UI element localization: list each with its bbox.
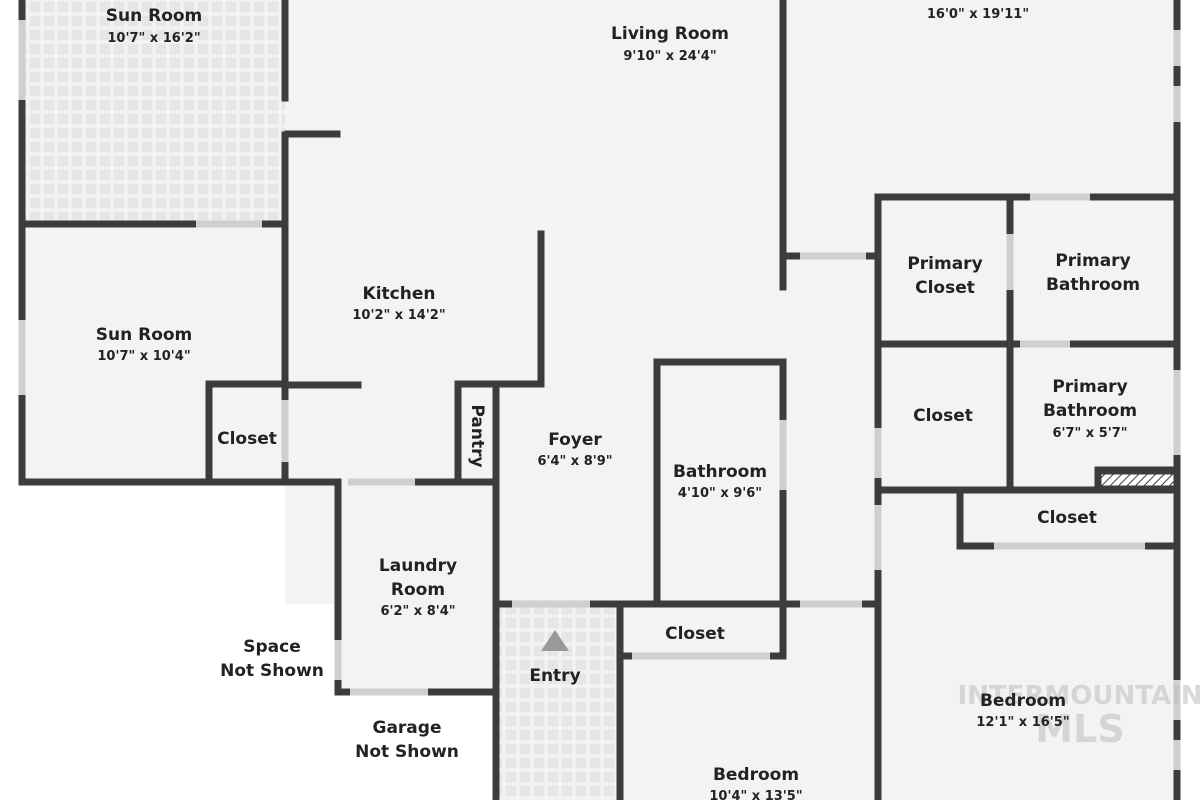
garage-note-line1: Garage bbox=[373, 718, 442, 738]
top-right-room-dims: 16'0" x 19'11" bbox=[927, 7, 1029, 22]
pantry-name: Pantry bbox=[467, 404, 487, 467]
foyer-name: Foyer bbox=[548, 430, 602, 450]
entry-floor bbox=[496, 604, 620, 800]
bedroom-bottom-dims: 10'4" x 13'5" bbox=[709, 789, 802, 800]
watermark-line1: INTERMOUNTAIN bbox=[957, 681, 1200, 711]
entry-name: Entry bbox=[529, 666, 580, 686]
foyer-dims: 6'4" x 8'9" bbox=[537, 454, 612, 469]
room-labels: Sun Room 10'7" x 16'2" Living Room 9'10"… bbox=[96, 6, 1140, 800]
space-note-line2: Not Shown bbox=[220, 661, 324, 681]
hatched-hearth-icon bbox=[1100, 473, 1175, 487]
primary-closet-line2: Closet bbox=[915, 278, 975, 298]
closet-left-name: Closet bbox=[217, 429, 277, 449]
sun-room-top-name: Sun Room bbox=[106, 6, 203, 26]
up-triangle-icon bbox=[541, 630, 569, 651]
primary-bathroom-upper-line2: Bathroom bbox=[1046, 275, 1140, 295]
bedroom-bottom-floor bbox=[620, 604, 878, 800]
primary-bathroom-upper-line1: Primary bbox=[1055, 251, 1130, 271]
primary-bathroom-lower-dims: 6'7" x 5'7" bbox=[1052, 426, 1127, 441]
bathroom-dims: 4'10" x 9'6" bbox=[678, 486, 762, 501]
garage-note-line2: Not Shown bbox=[355, 742, 459, 762]
watermark: INTERMOUNTAIN MLS bbox=[957, 681, 1200, 751]
closet-right-name: Closet bbox=[1037, 508, 1097, 528]
hall-floor bbox=[783, 197, 878, 607]
primary-bathroom-lower-line1: Primary bbox=[1052, 377, 1127, 397]
laundry-room-dims: 6'2" x 8'4" bbox=[380, 604, 455, 619]
bedroom-right-floor bbox=[878, 487, 1177, 800]
laundry-room-line1: Laundry bbox=[379, 556, 457, 576]
sun-room-top-floor bbox=[22, 0, 285, 224]
bathroom-name: Bathroom bbox=[673, 462, 767, 482]
kitchen-dims: 10'2" x 14'2" bbox=[352, 308, 445, 323]
primary-closet-line1: Primary bbox=[907, 254, 982, 274]
bedroom-bottom-name: Bedroom bbox=[713, 765, 799, 785]
living-room-dims: 9'10" x 24'4" bbox=[623, 49, 716, 64]
living-room-name: Living Room bbox=[611, 24, 729, 44]
kitchen-name: Kitchen bbox=[363, 284, 436, 304]
bedroom-right-dims: 12'1" x 16'5" bbox=[976, 715, 1069, 730]
bedroom-right-name: Bedroom bbox=[980, 691, 1066, 711]
floor-fills bbox=[22, 0, 1177, 800]
windows bbox=[18, 20, 1181, 770]
top-right-room-floor bbox=[783, 0, 1177, 197]
sun-room-lower-dims: 10'7" x 10'4" bbox=[97, 349, 190, 364]
sun-room-top-dims: 10'7" x 16'2" bbox=[107, 31, 200, 46]
sun-room-lower-floor bbox=[22, 224, 285, 482]
closet-mid-right-name: Closet bbox=[913, 406, 973, 426]
primary-bathroom-lower-line2: Bathroom bbox=[1043, 401, 1137, 421]
watermark-line2: MLS bbox=[1035, 707, 1124, 751]
laundry-room-line2: Room bbox=[391, 580, 445, 600]
laundry-floor bbox=[338, 482, 496, 692]
closet-bottom-name: Closet bbox=[665, 624, 725, 644]
space-note-line1: Space bbox=[243, 637, 301, 657]
walls bbox=[18, 0, 1181, 800]
sun-room-lower-name: Sun Room bbox=[96, 325, 193, 345]
